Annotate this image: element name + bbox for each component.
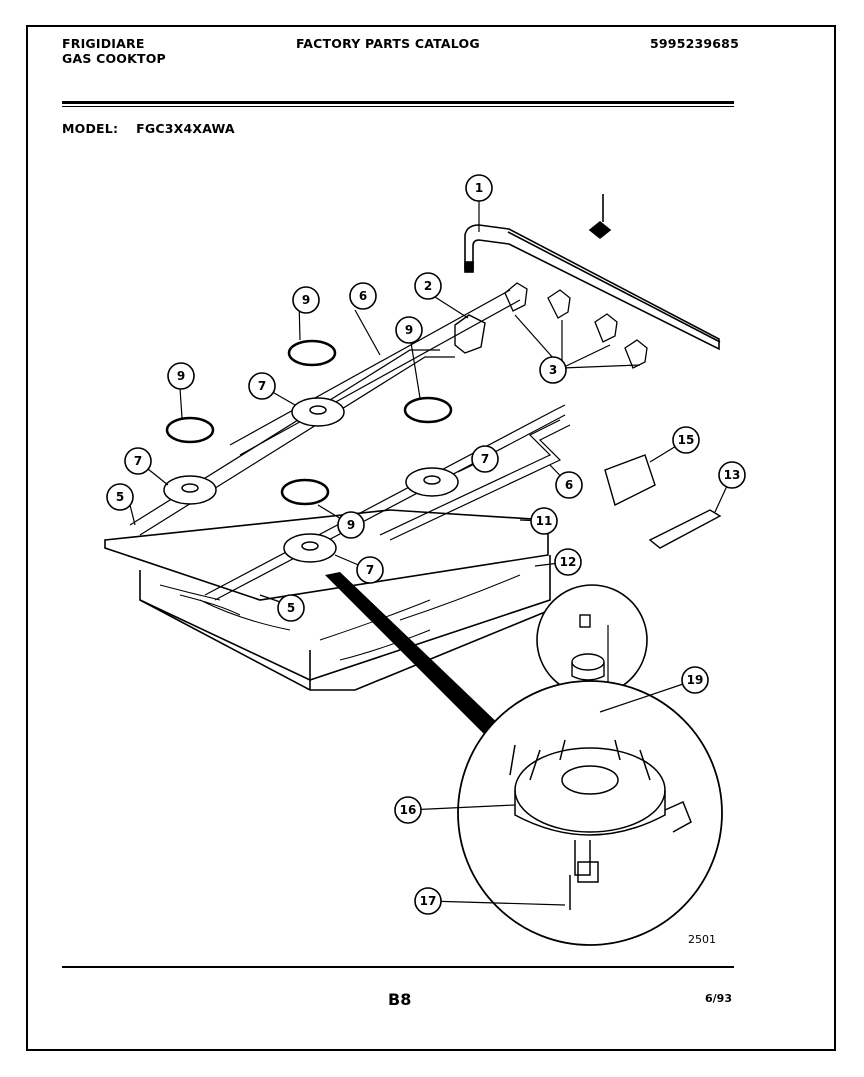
svg-text:6: 6 xyxy=(359,289,367,303)
svg-text:13: 13 xyxy=(724,468,741,482)
catalog-number: 5995239685 xyxy=(650,36,739,51)
callout-5b: 5 xyxy=(277,594,305,622)
svg-text:7: 7 xyxy=(134,454,142,468)
svg-text:11: 11 xyxy=(536,514,553,528)
header-rule-thick xyxy=(62,101,734,104)
svg-text:7: 7 xyxy=(366,563,374,577)
burner-heads xyxy=(163,397,459,563)
valves xyxy=(504,282,648,369)
svg-text:1: 1 xyxy=(475,181,483,195)
callout-7a: 7 xyxy=(248,372,276,400)
callout-6b: 6 xyxy=(555,471,583,499)
svg-text:12: 12 xyxy=(560,555,577,569)
callout-17: 17 xyxy=(414,887,442,915)
callout-7d: 7 xyxy=(356,556,384,584)
callout-7b: 7 xyxy=(124,447,152,475)
model-line: MODEL: FGC3X4XAWA xyxy=(62,121,235,136)
burner-tubes xyxy=(129,289,571,601)
svg-text:9: 9 xyxy=(405,323,413,337)
catalog-title: FACTORY PARTS CATALOG xyxy=(296,36,480,51)
svg-text:7: 7 xyxy=(258,379,266,393)
callout-2: 2 xyxy=(414,272,442,300)
svg-text:19: 19 xyxy=(687,673,704,687)
footer-rule xyxy=(62,966,734,968)
burner-rings xyxy=(165,339,453,506)
svg-text:6: 6 xyxy=(565,478,573,492)
page-number: B8 xyxy=(388,990,412,1009)
model-value: FGC3X4XAWA xyxy=(136,121,235,136)
callout-3: 3 xyxy=(539,356,567,384)
small-parts xyxy=(571,614,605,681)
svg-text:5: 5 xyxy=(116,490,124,504)
callout-5: 5 xyxy=(106,483,134,511)
callout-7c: 7 xyxy=(471,445,499,473)
burner-detail xyxy=(509,739,692,910)
callout-12: 12 xyxy=(554,548,582,576)
callout-16: 16 xyxy=(394,796,422,824)
model-label: MODEL: xyxy=(62,121,119,136)
callout-9d: 9 xyxy=(337,511,365,539)
callout-1: 1 xyxy=(465,174,493,202)
detail-circle-small xyxy=(536,584,648,696)
callout-15: 15 xyxy=(672,426,700,454)
detail-beam xyxy=(325,572,505,738)
callout-6: 6 xyxy=(349,282,377,310)
manifold xyxy=(464,194,721,351)
svg-text:9: 9 xyxy=(347,518,355,532)
svg-text:2: 2 xyxy=(424,279,432,293)
detail-circle-large xyxy=(457,680,723,946)
callout-19: 19 xyxy=(681,666,709,694)
product-name: GAS COOKTOP xyxy=(62,51,166,66)
svg-text:16: 16 xyxy=(400,803,417,817)
svg-text:9: 9 xyxy=(177,369,185,383)
drawing-number: 2501 xyxy=(688,933,716,946)
callout-9a: 9 xyxy=(292,286,320,314)
svg-text:3: 3 xyxy=(549,363,557,377)
igniter-switch xyxy=(454,314,486,354)
callouts: 1 2 3 5 5 6 6 9 9 9 9 7 7 7 7 11 12 13 1… xyxy=(106,174,746,915)
callout-13: 13 xyxy=(718,461,746,489)
svg-text:17: 17 xyxy=(420,894,437,908)
callout-9b: 9 xyxy=(167,362,195,390)
header-rule-thin xyxy=(62,106,734,107)
print-date: 6/93 xyxy=(705,992,732,1005)
callout-11: 11 xyxy=(530,507,558,535)
svg-text:5: 5 xyxy=(287,601,295,615)
svg-text:7: 7 xyxy=(481,452,489,466)
callout-9c: 9 xyxy=(395,316,423,344)
brand-name: FRIGIDIARE xyxy=(62,36,145,51)
side-parts xyxy=(604,454,722,549)
svg-text:9: 9 xyxy=(302,293,310,307)
brand-block: FRIGIDIARE GAS COOKTOP xyxy=(62,36,166,66)
svg-text:15: 15 xyxy=(678,433,695,447)
